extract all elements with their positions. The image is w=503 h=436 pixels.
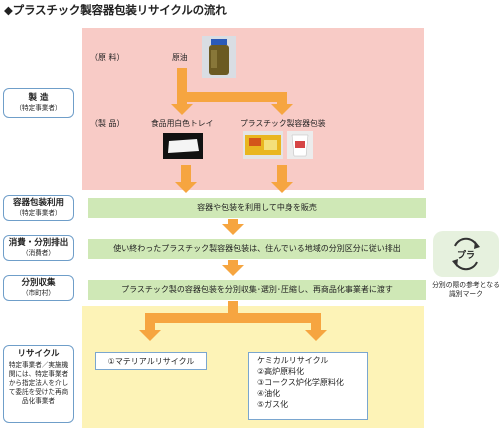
flow-arrow-shaft [181, 165, 191, 183]
stage-recycle-actor: 特定事業者／実施機関には、特定事業者から指定法人を介して委託を受けた再商品化事業… [8, 361, 69, 405]
crude-oil-label: 原油 [172, 53, 188, 62]
food-container-image [243, 131, 283, 159]
flow-arrow-shaft [228, 301, 238, 315]
identification-mark-caption: 分別の際の参考となる識別マーク [432, 281, 500, 298]
flow-arrow-head [171, 104, 193, 115]
flow-arrow-shaft [277, 92, 287, 106]
chemical-item: ④油化 [257, 389, 281, 398]
stage-manufacture-label: 製 造 [28, 93, 49, 103]
stage-use-actor: （特定事業者） [15, 209, 62, 217]
packaging-label: プラスチック製容器包装 [240, 119, 326, 128]
mark-symbol-text: プラ [457, 249, 475, 261]
chemical-recycling-box: ケミカルリサイクル ②高炉原料化 ③コークス炉化学原料化 ④油化 ⑤ガス化 [248, 352, 368, 420]
production-area [82, 28, 424, 190]
chemical-item: ③コークス炉化学原料化 [257, 378, 344, 387]
stage-collect-label: 分別収集 [21, 278, 56, 288]
stage-manufacture: 製 造 （特定事業者） [3, 88, 74, 118]
bar-consume: 使い終わったプラスチック製容器包装は、住んでいる地域の分別区分に従い排出 [88, 239, 426, 259]
tray-label: 食品用白色トレイ [151, 119, 214, 128]
crude-oil-jar-image [202, 36, 236, 78]
flow-arrow-head [222, 224, 244, 235]
stage-consume-label: 消費・分別排出 [8, 238, 69, 248]
flow-arrow-shaft [277, 165, 287, 183]
flow-arrow-shaft [311, 313, 321, 331]
stage-consume: 消費・分別排出 （消費者） [3, 235, 74, 261]
chemical-recycling-title: ケミカルリサイクル [257, 356, 329, 365]
flow-arrow-head [175, 182, 197, 193]
chemical-item: ②高炉原料化 [257, 367, 305, 376]
stage-recycle-label: リサイクル [17, 349, 60, 359]
cup-container-image [287, 131, 313, 159]
stage-use: 容器包装利用 （特定事業者） [3, 195, 74, 221]
stage-manufacture-actor: （特定事業者） [15, 104, 62, 112]
bar-collect: プラスチック製の容器包装を分別収集･選別･圧縮し、再商品化事業者に渡す [88, 280, 426, 300]
flow-arrow-head [271, 182, 293, 193]
flow-arrow-branch [145, 313, 321, 323]
plastic-recycling-mark-icon: プラ [452, 237, 480, 271]
flow-arrow-shaft [177, 68, 187, 92]
white-tray-image [163, 133, 203, 159]
product-label: （製 品） [90, 119, 125, 128]
flow-arrow-shaft [177, 92, 187, 106]
flow-arrow-shaft [228, 260, 238, 266]
flow-arrow-head [271, 104, 293, 115]
flow-arrow-shaft [145, 313, 155, 331]
raw-material-label: （原 料） [90, 53, 125, 62]
stage-use-label: 容器包装利用 [12, 198, 64, 208]
bar-use: 容器や包装を利用して中身を販売 [88, 198, 426, 218]
stage-consume-actor: （消費者） [22, 249, 55, 257]
page-title: ◆プラスチック製容器包装リサイクルの流れ [4, 3, 227, 17]
stage-recycle: リサイクル 特定事業者／実施機関には、特定事業者から指定法人を介して委託を受けた… [3, 345, 74, 423]
identification-mark-panel: プラ [433, 231, 499, 277]
material-recycling-box: ①マテリアルリサイクル [95, 352, 207, 370]
chemical-item: ⑤ガス化 [257, 400, 289, 409]
flow-arrow-head [139, 330, 161, 341]
stage-collect: 分別収集 （市町村） [3, 275, 74, 301]
stage-collect-actor: （市町村） [22, 289, 55, 297]
flow-arrow-shaft [228, 219, 238, 225]
flow-arrow-head [305, 330, 327, 341]
flow-arrow-head [222, 265, 244, 276]
flow-arrow-branch [177, 92, 287, 102]
